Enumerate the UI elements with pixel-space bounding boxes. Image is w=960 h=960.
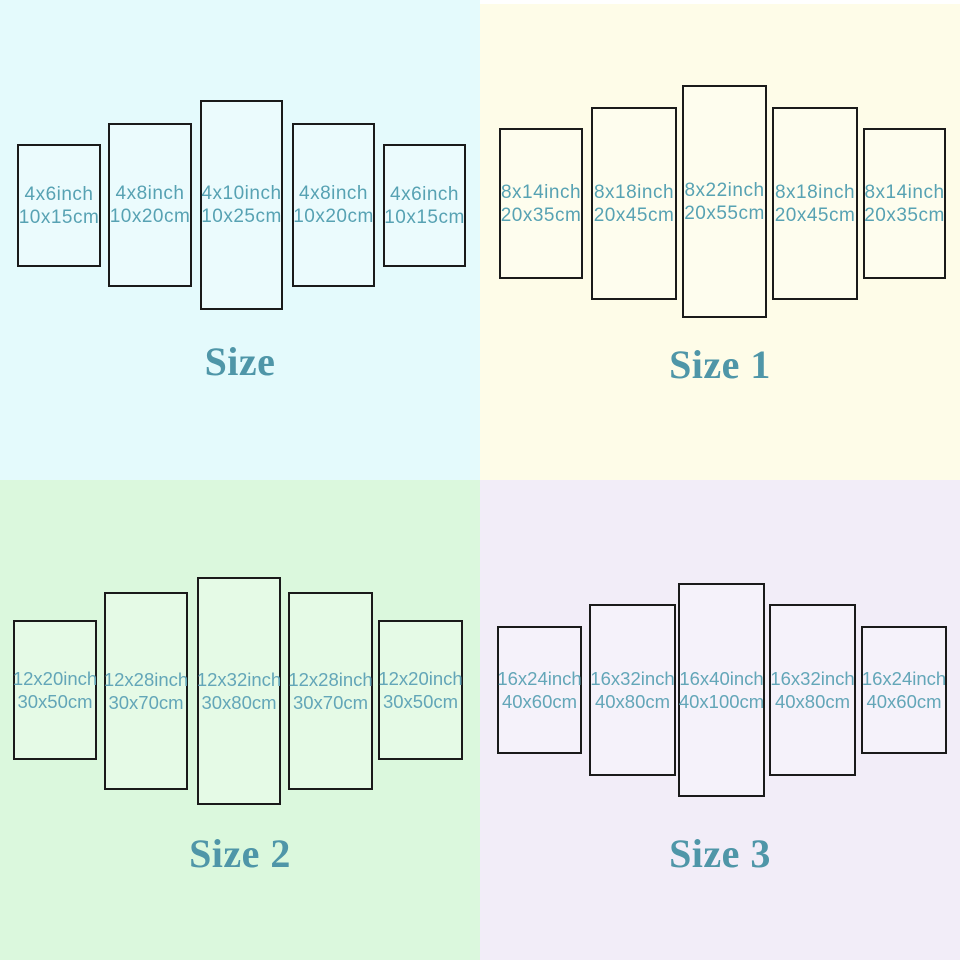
quadrant-size-1: 8x14inch 20x35cm 8x18inch 20x45cm 8x22in…: [480, 0, 960, 480]
size-panel: 12x28inch 30x70cm: [104, 592, 188, 790]
size-panel: 4x10inch 10x25cm: [200, 100, 283, 310]
panel-size-inch-label: 12x28inch: [288, 669, 373, 690]
quadrant-title: Size 1: [669, 342, 771, 387]
panel-size-cm-label: 40x60cm: [501, 691, 578, 712]
size-panel: 4x8inch 10x20cm: [108, 123, 192, 287]
panel-size-inch-label: 12x28inch: [103, 669, 189, 690]
panel-size-inch-label: 8x22inch: [684, 179, 765, 201]
panel-size-cm-label: 30x80cm: [201, 692, 277, 713]
panel-size-cm-label: 10x25cm: [201, 206, 282, 227]
size-panel: 8x18inch 20x45cm: [772, 107, 858, 300]
size-panel: 16x40inch 40x100cm: [678, 583, 765, 797]
size-panel: 4x6inch 10x15cm: [17, 144, 101, 267]
panel-size-inch-label: 12x20inch: [378, 668, 463, 689]
panel-size-cm-label: 40x80cm: [774, 691, 851, 712]
size-panel: 8x18inch 20x45cm: [591, 107, 677, 300]
panel-size-cm-label: 10x20cm: [293, 206, 374, 227]
size-panel: 8x22inch 20x55cm: [682, 85, 767, 318]
panel-size-inch-label: 16x32inch: [770, 668, 855, 689]
panel-size-cm-label: 30x50cm: [382, 691, 459, 712]
panel-size-inch-label: 16x24inch: [497, 668, 582, 689]
size-panel: 16x24inch 40x60cm: [497, 626, 582, 754]
panel-size-inch-label: 4x6inch: [24, 183, 94, 205]
panel-size-inch-label: 4x8inch: [299, 183, 368, 204]
panel-size-cm-label: 20x55cm: [684, 202, 765, 224]
panel-size-cm-label: 20x45cm: [774, 204, 856, 226]
white-strip: [480, 0, 960, 4]
panel-size-cm-label: 20x45cm: [593, 204, 675, 226]
size-panel: 16x32inch 40x80cm: [589, 604, 676, 776]
size-panel: 16x32inch 40x80cm: [769, 604, 856, 776]
quadrant-title: Size 3: [669, 831, 771, 876]
size-panel: 4x6inch 10x15cm: [383, 144, 466, 267]
panel-size-inch-label: 4x8inch: [115, 183, 185, 204]
quadrant-title: Size 2: [189, 831, 291, 876]
panel-size-inch-label: 8x14inch: [864, 181, 945, 203]
panel-size-inch-label: 4x10inch: [201, 183, 282, 204]
panel-size-cm-label: 40x100cm: [678, 691, 765, 712]
panel-size-cm-label: 30x50cm: [17, 691, 93, 712]
panel-size-cm-label: 10x20cm: [109, 206, 191, 227]
size-panel: 12x20inch 30x50cm: [13, 620, 97, 760]
panel-size-cm-label: 40x60cm: [866, 691, 942, 712]
panel-size-inch-label: 4x6inch: [390, 183, 459, 205]
size-panel: 12x20inch 30x50cm: [378, 620, 463, 760]
size-panel: 12x32inch 30x80cm: [197, 577, 281, 805]
size-panel: 16x24inch 40x60cm: [861, 626, 947, 754]
panel-size-cm-label: 20x35cm: [500, 204, 582, 226]
size-panel: 4x8inch 10x20cm: [292, 123, 375, 287]
panel-size-inch-label: 8x14inch: [500, 181, 582, 203]
panel-size-cm-label: 40x80cm: [594, 691, 671, 712]
quadrant-size-3: 16x24inch 40x60cm 16x32inch 40x80cm 16x4…: [480, 480, 960, 960]
panel-size-inch-label: 8x18inch: [774, 181, 856, 203]
panel-size-cm-label: 10x15cm: [18, 206, 100, 228]
panel-size-cm-label: 20x35cm: [864, 204, 945, 226]
panel-size-inch-label: 12x20inch: [12, 668, 98, 689]
panel-size-inch-label: 16x32inch: [590, 668, 675, 689]
panel-size-cm-label: 30x70cm: [292, 692, 369, 713]
panel-size-inch-label: 12x32inch: [196, 669, 282, 690]
panel-size-cm-label: 30x70cm: [108, 692, 184, 713]
quadrant-size-2: 12x20inch 30x50cm 12x28inch 30x70cm 12x3…: [0, 480, 480, 960]
quadrant-size: 4x6inch 10x15cm 4x8inch 10x20cm 4x10inch…: [0, 0, 480, 480]
panel-size-inch-label: 16x40inch: [679, 668, 764, 689]
size-panel: 8x14inch 20x35cm: [863, 128, 946, 279]
size-panel: 12x28inch 30x70cm: [288, 592, 373, 790]
panel-size-inch-label: 16x24inch: [861, 668, 947, 689]
panel-size-cm-label: 10x15cm: [384, 206, 465, 228]
size-panel: 8x14inch 20x35cm: [499, 128, 583, 279]
quadrant-title: Size: [204, 339, 276, 384]
panel-size-inch-label: 8x18inch: [593, 181, 675, 203]
